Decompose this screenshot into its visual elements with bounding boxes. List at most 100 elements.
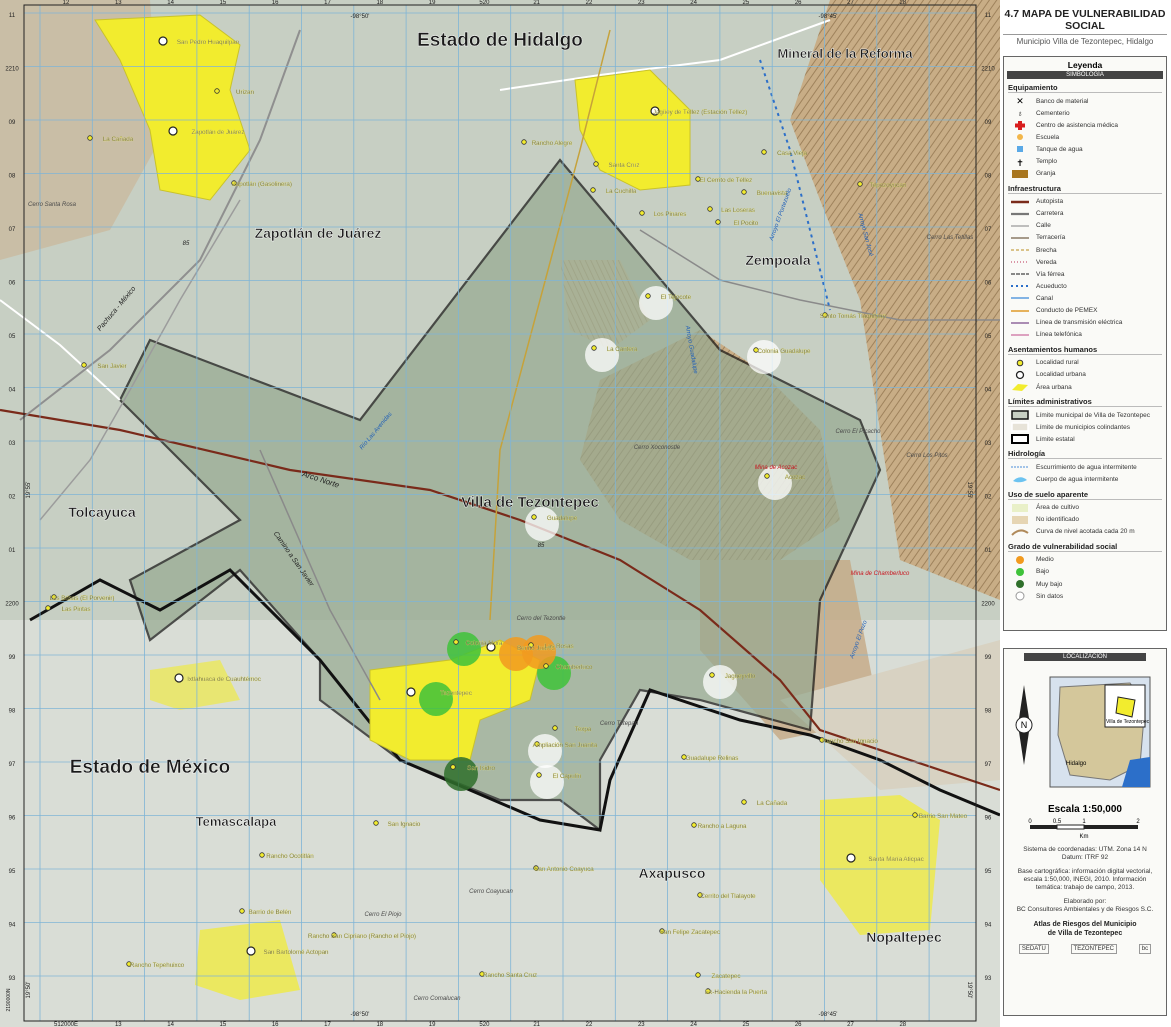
logo-sedatu: SEDATU — [1018, 944, 1049, 954]
grid-label-bottom: 26 — [795, 1022, 802, 1027]
rural-locality-icon — [857, 181, 863, 187]
grid-label-right: 96 — [985, 816, 992, 822]
lat-label-left: 19°50' — [26, 982, 32, 999]
rural-locality-icon — [331, 932, 337, 938]
grid-label-right: 01 — [985, 548, 992, 554]
line-street-icon — [1010, 221, 1030, 231]
grid-label-left: 03 — [9, 441, 16, 447]
legend-item-label: Área de cultivo — [1036, 504, 1079, 512]
grid-label-left: 2210 — [5, 67, 19, 73]
school-icon — [1010, 132, 1030, 142]
legend-item-label: Granja — [1036, 170, 1056, 178]
legend-item: Acueducto — [1010, 280, 1166, 292]
line-vereda-icon — [1010, 257, 1030, 267]
tank-icon — [1010, 144, 1030, 154]
place-label-zapgas: Zapotlán (Gasolinera) — [232, 181, 292, 188]
scale-tick-3: 2 — [1136, 819, 1140, 825]
legend-item-label: Escurrimiento de agua intermitente — [1036, 463, 1137, 471]
feature-label-cerro_tetepan: Cerro Tetepan — [600, 721, 639, 727]
grid-label-right: 99 — [985, 655, 992, 661]
legend-item-label: Límite municipal de Villa de Tezontepec — [1036, 411, 1150, 419]
place-label-zacatepec: Zacatepec — [712, 973, 741, 980]
line-canal-icon — [1010, 293, 1030, 303]
grid-label-right: 2200 — [981, 602, 995, 608]
road-west — [39, 199, 241, 521]
grid-label-bottom: 16 — [272, 1022, 279, 1027]
region-label-axapusco: Axapusco — [639, 865, 706, 881]
legend-item: ✕Banco de material — [1010, 95, 1166, 107]
svg-text:♁: ♁ — [1017, 109, 1023, 118]
logo-tezontepec: TEZONTEPEC — [1070, 944, 1117, 954]
legend-item: Escuela — [1010, 131, 1166, 143]
legend-heading: Leyenda — [1067, 60, 1103, 70]
urban-locality-icon — [846, 853, 856, 863]
legend-item-label: Terracería — [1036, 234, 1066, 242]
state-boundary — [29, 568, 1000, 832]
grid-label-top: 26 — [795, 0, 802, 6]
grid-label-bottom: 24 — [690, 1022, 697, 1027]
line-aqueduct-icon — [1010, 281, 1030, 291]
rural-locality-icon — [259, 852, 265, 858]
place-label-lacanada: La Cañada — [103, 136, 134, 143]
legend-item: Conducto de PEMEX — [1010, 305, 1166, 317]
legend-item: Tanque de agua — [1010, 143, 1166, 155]
grid-label-right: 97 — [985, 762, 992, 768]
grid-label-top: 18 — [376, 0, 383, 6]
legend-item-label: Tanque de agua — [1036, 145, 1083, 153]
legend-item: No identificado — [1010, 514, 1166, 526]
place-label-tezontepec: Tezontepec — [440, 690, 472, 697]
rural-locality-icon — [591, 345, 597, 351]
aqueduct — [759, 59, 831, 311]
place-label-guadalupereli: Guadalupe Relinas — [686, 755, 739, 762]
map-frame — [23, 4, 977, 1022]
place-label-barriobelen: Barrio de Belén — [249, 909, 292, 916]
rural-locality-icon — [822, 312, 828, 318]
region-label-mexico: Estado de México — [70, 757, 231, 778]
pachuca-mexico-road — [19, 29, 301, 421]
rural-locality-icon — [697, 892, 703, 898]
legend-item: Calle — [1010, 220, 1166, 232]
inset-municipality — [1115, 696, 1136, 718]
feature-label-mina_chamberluco: Mina de Chamberluco — [851, 571, 910, 577]
legend-body: Equipamiento✕Banco de material♁Cementeri… — [1004, 83, 1166, 602]
grid-label-left: 2200 — [5, 602, 19, 608]
grid-label-bottom: 14 — [167, 1022, 174, 1027]
grave-icon: ♁ — [1010, 108, 1030, 118]
vulnerability-circle-sin_datos — [528, 734, 562, 768]
legend-item: Centro de asistencia médica — [1010, 119, 1166, 131]
hyd-body-icon — [1010, 474, 1030, 484]
land-none-icon — [1010, 515, 1030, 525]
grid-label-bottom: 23 — [638, 1022, 645, 1027]
grid-label-bottom: 22 — [586, 1022, 593, 1027]
vulnerability-circle-muy_bajo — [444, 757, 478, 791]
neighbor-boundary-north — [499, 19, 831, 91]
region-label-tolcayuca: Tolcayuca — [68, 504, 136, 520]
legend-item: Muy bajo — [1010, 578, 1166, 590]
line-rail-icon — [1010, 269, 1030, 279]
legend-item-label: Calle — [1036, 222, 1051, 230]
grid-label-top: 22 — [586, 0, 593, 6]
utm-grid — [24, 5, 976, 1021]
rural-icon — [1010, 358, 1030, 368]
legend-item-label: Brecha — [1036, 246, 1057, 254]
coord-note-1: Sistema de coordenadas: UTM. Zona 14 N — [1023, 846, 1147, 853]
feature-label-cerro_elpiojo: Cerro El Piojo — [364, 912, 402, 918]
grid-label-bottom: 25 — [743, 1022, 750, 1027]
line-phone-icon — [1010, 330, 1030, 340]
legend-item: Terracería — [1010, 232, 1166, 244]
legend-item: Autopista — [1010, 196, 1166, 208]
line-power-icon — [1010, 318, 1030, 328]
feature-label-shield1: 85 — [183, 241, 190, 247]
place-label-ranchosantacruz: Rancho Santa Cruz — [483, 972, 537, 979]
legend-subheading: SIMBOLOGÍA — [1007, 71, 1163, 79]
legend-item: ♁Cementerio — [1010, 107, 1166, 119]
grid-label-top: 15 — [220, 0, 227, 6]
vulnerability-circle-medio — [522, 635, 556, 669]
region-label-hidalgo: Estado de Hidalgo — [417, 30, 583, 51]
legend-item: Línea telefónica — [1010, 329, 1166, 341]
grid-label-left: 97 — [9, 762, 16, 768]
urban-locality-icon — [650, 106, 660, 116]
grid-label-right: 08 — [985, 174, 992, 180]
place-label-ranchosancipriano: Rancho San Cipriano (Rancho el Piojo) — [308, 933, 416, 940]
